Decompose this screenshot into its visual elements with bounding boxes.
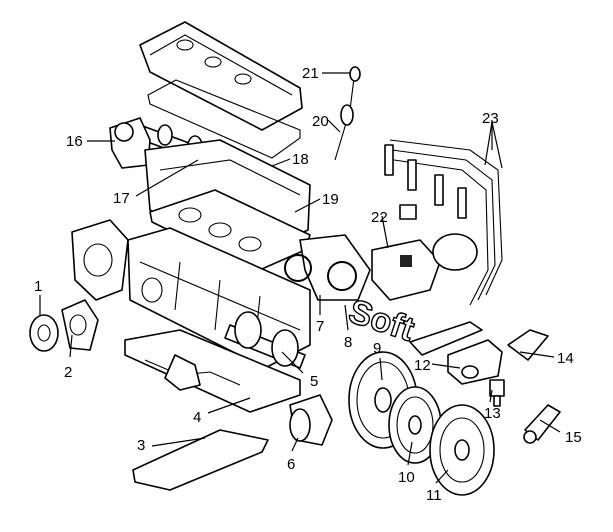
- callout-12: 12: [414, 357, 431, 374]
- callout-5: 5: [310, 373, 318, 390]
- callout-16: 16: [66, 133, 83, 150]
- callout-15: 15: [565, 429, 582, 446]
- callout-8: 8: [344, 334, 352, 351]
- callout-17: 17: [113, 190, 130, 207]
- callout-2: 2: [64, 364, 72, 381]
- callout-11: 11: [426, 487, 442, 504]
- leader-lines: [39, 72, 561, 484]
- watermark-text: Soft: [344, 292, 419, 349]
- valve-cover-gasket: [147, 79, 301, 159]
- callout-6: 6: [287, 456, 295, 473]
- temperature-sensor: [489, 379, 505, 407]
- callout-3: 3: [137, 437, 145, 454]
- clutch-disc: [388, 386, 442, 464]
- callout-13: 13: [484, 405, 501, 422]
- callouts: 1 2 3 4 5 6 7 8 9 10 11 12 13 14 15 16 1…: [34, 65, 582, 504]
- callout-10: 10: [398, 469, 415, 486]
- callout-4: 4: [193, 409, 201, 426]
- oil-pan-gasket: [132, 429, 269, 491]
- distributor: [371, 233, 478, 301]
- callout-19: 19: [322, 191, 339, 208]
- starter-motor: [289, 394, 333, 446]
- timing-cover: [71, 219, 129, 301]
- callout-22: 22: [371, 209, 388, 226]
- callout-7: 7: [316, 318, 324, 335]
- callout-14: 14: [557, 350, 574, 367]
- callout-21: 21: [302, 65, 319, 82]
- callout-9: 9: [373, 340, 381, 357]
- valve-cover: [139, 21, 303, 131]
- oil-pan: [124, 329, 301, 413]
- spark-plug-wires: [384, 139, 503, 306]
- engine-mount-1: [29, 314, 59, 352]
- heater-hose: [507, 329, 549, 361]
- water-outlet: [523, 404, 561, 444]
- crankshaft: [224, 311, 306, 369]
- radiator-hose: [409, 321, 483, 356]
- dipstick: [334, 66, 361, 161]
- callout-20: 20: [312, 113, 329, 130]
- callout-18: 18: [292, 151, 309, 168]
- callout-23: 23: [482, 110, 499, 127]
- engine-mount-2: [61, 299, 99, 351]
- camshaft-pulley: [109, 117, 151, 169]
- thermostat-housing: [447, 339, 503, 385]
- callout-1: 1: [34, 278, 42, 295]
